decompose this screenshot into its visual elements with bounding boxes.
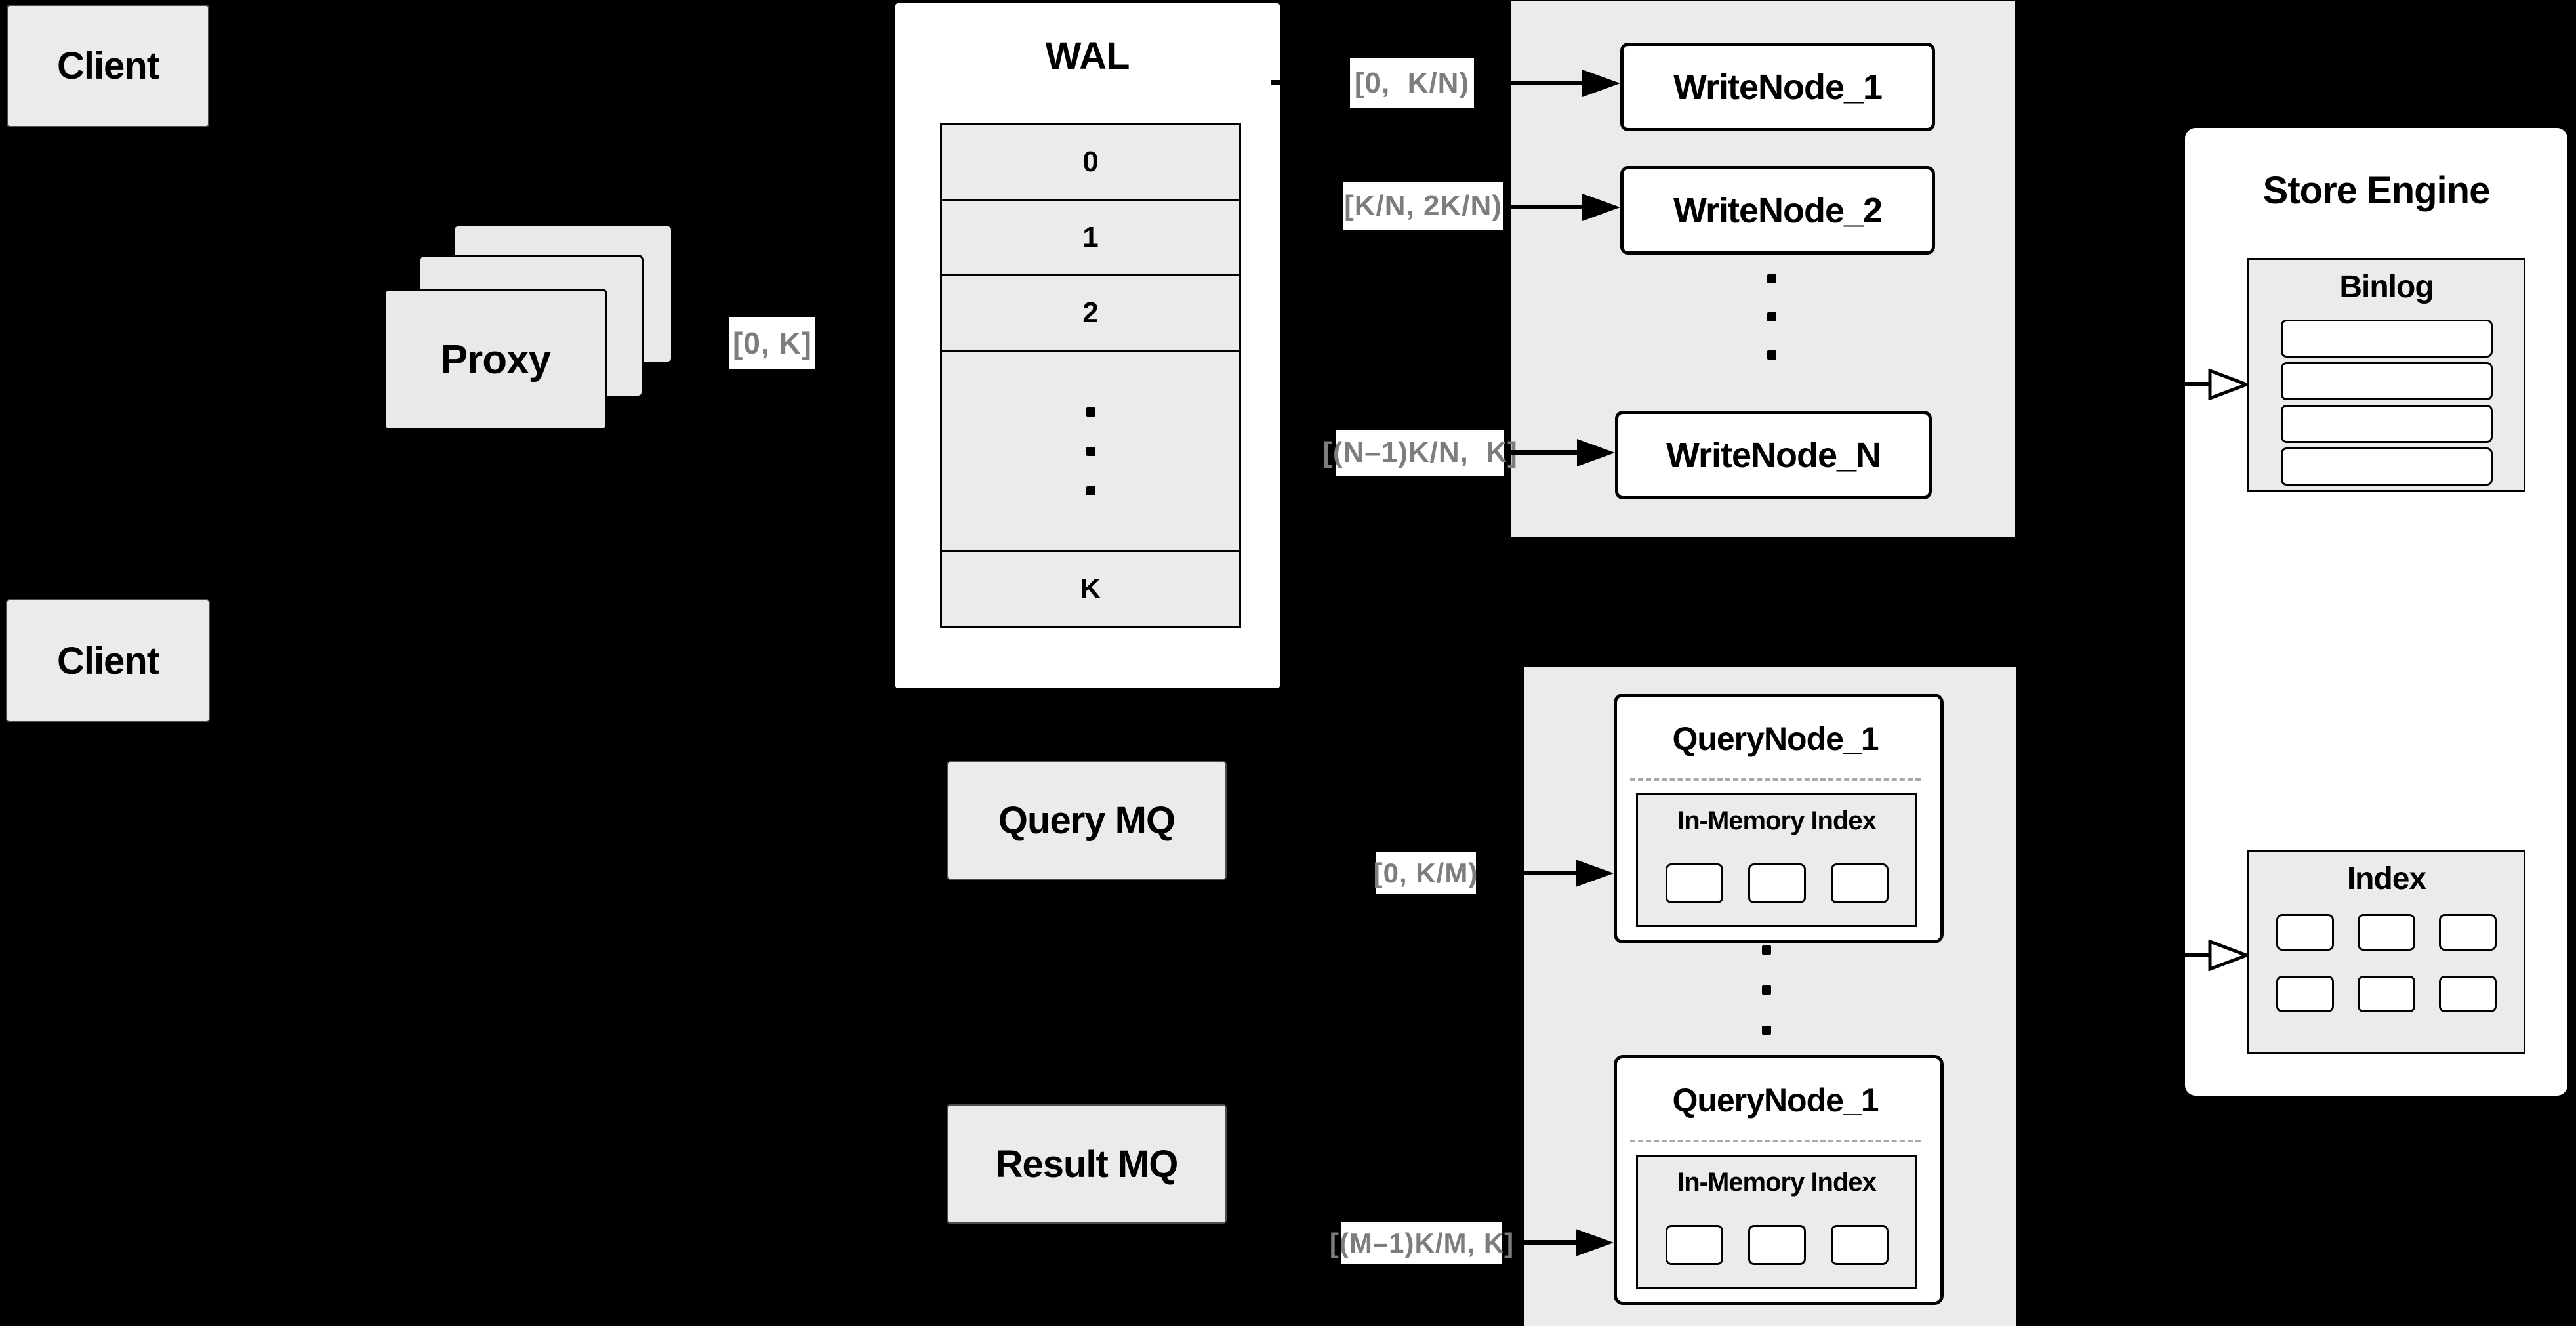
- wal-arrow-stub: [1271, 80, 1280, 85]
- index-cell: [2439, 914, 2497, 951]
- wal-segment-row: K: [942, 552, 1239, 626]
- arrow-line: [2185, 382, 2214, 386]
- proxy-card-front: Proxy: [384, 289, 607, 430]
- arrowhead-icon: [1576, 860, 1614, 887]
- memory-segment-cell: [1830, 1225, 1889, 1265]
- query-node-box-1: QueryNode_1 In-Memory Index: [1614, 694, 1944, 943]
- wal-box: WAL 0 1 2 K: [895, 3, 1280, 688]
- dashed-divider: [1630, 778, 1921, 781]
- memory-segments: [1638, 1225, 1915, 1265]
- arrowhead-icon: [1577, 439, 1615, 466]
- ellipsis-dots: [1086, 407, 1095, 495]
- binlog-rows: [2280, 320, 2493, 486]
- in-memory-index-title: In-Memory Index: [1677, 1167, 1877, 1197]
- arrowhead-icon: [1576, 1229, 1614, 1256]
- wal-segment-row: 2: [942, 276, 1239, 352]
- index-cell: [2358, 976, 2415, 1012]
- range-label-write-1: [0, K/N): [1350, 58, 1474, 108]
- arrow-line: [1524, 1240, 1578, 1245]
- query-mq-label: Query MQ: [998, 799, 1176, 842]
- memory-segment-cell: [1830, 863, 1889, 903]
- write-node-label: WriteNode_N: [1666, 435, 1881, 475]
- range-label-write-2: [K/N, 2K/N): [1343, 182, 1503, 230]
- write-node-box-2: WriteNode_2: [1620, 166, 1935, 255]
- write-node-label: WriteNode_1: [1673, 67, 1883, 107]
- memory-segments: [1638, 863, 1915, 903]
- index-cells: [2249, 914, 2524, 1012]
- query-node-box-2: QueryNode_1 In-Memory Index: [1614, 1055, 1944, 1305]
- in-memory-index-title: In-Memory Index: [1677, 806, 1877, 835]
- index-cell: [2276, 914, 2334, 951]
- binlog-row: [2280, 320, 2493, 358]
- result-mq-box: Result MQ: [947, 1104, 1227, 1224]
- query-mq-box: Query MQ: [947, 761, 1227, 880]
- index-cell: [2439, 976, 2497, 1012]
- index-cell: [2276, 976, 2334, 1012]
- range-label-proxy-wal: [0, K]: [729, 317, 815, 369]
- wal-segment-row-ellipsis: [942, 352, 1239, 552]
- binlog-row: [2280, 405, 2493, 443]
- hollow-arrowhead-icon: [2208, 369, 2249, 400]
- arrow-line: [1511, 205, 1585, 209]
- binlog-box: Binlog: [2247, 258, 2525, 492]
- query-node-title: QueryNode_1: [1672, 1082, 1879, 1119]
- ellipsis-dots: [1762, 945, 1771, 1035]
- store-engine-box: Store Engine Binlog Index: [2185, 128, 2567, 1096]
- binlog-row: [2280, 362, 2493, 400]
- hollow-arrowhead-icon: [2208, 940, 2249, 971]
- ellipsis-dots: [1767, 274, 1776, 360]
- arrow-line: [1511, 81, 1585, 85]
- client-label: Client: [56, 45, 159, 87]
- memory-segment-cell: [1665, 863, 1723, 903]
- dashed-divider: [1630, 1140, 1921, 1142]
- store-engine-title: Store Engine: [2262, 169, 2491, 212]
- range-label-query-1: [0, K/M): [1374, 852, 1477, 894]
- binlog-row: [2280, 447, 2493, 486]
- write-node-box-1: WriteNode_1: [1620, 43, 1935, 131]
- wal-segment-row: 0: [942, 125, 1239, 201]
- in-memory-index-box: In-Memory Index: [1636, 793, 1917, 927]
- index-title: Index: [2346, 861, 2426, 896]
- write-node-label: WriteNode_2: [1673, 190, 1883, 230]
- index-box: Index: [2247, 850, 2525, 1054]
- client-box-bottom: Client: [6, 599, 210, 722]
- result-mq-label: Result MQ: [995, 1142, 1179, 1186]
- proxy-label: Proxy: [440, 337, 551, 383]
- write-node-box-n: WriteNode_N: [1615, 411, 1932, 499]
- memory-segment-cell: [1665, 1225, 1723, 1265]
- memory-segment-cell: [1748, 863, 1806, 903]
- client-label: Client: [56, 639, 159, 682]
- arrow-line: [1511, 450, 1580, 455]
- wal-segment-row: 1: [942, 201, 1239, 276]
- query-node-title: QueryNode_1: [1672, 720, 1879, 757]
- wal-title: WAL: [1045, 34, 1130, 77]
- arrowhead-icon: [1582, 70, 1620, 97]
- arrow-line: [2185, 953, 2214, 957]
- range-label-query-2: [(M–1)K/M, K]: [1330, 1222, 1513, 1264]
- range-label-write-3: [(N–1)K/N, K]: [1322, 430, 1517, 476]
- binlog-title: Binlog: [2339, 270, 2434, 304]
- in-memory-index-box: In-Memory Index: [1636, 1155, 1917, 1289]
- index-cell: [2358, 914, 2415, 951]
- wal-segment-table: 0 1 2 K: [940, 123, 1241, 628]
- client-box-top: Client: [7, 5, 209, 127]
- memory-segment-cell: [1748, 1225, 1806, 1265]
- arrowhead-icon: [1582, 194, 1620, 221]
- arrow-line: [1524, 871, 1578, 875]
